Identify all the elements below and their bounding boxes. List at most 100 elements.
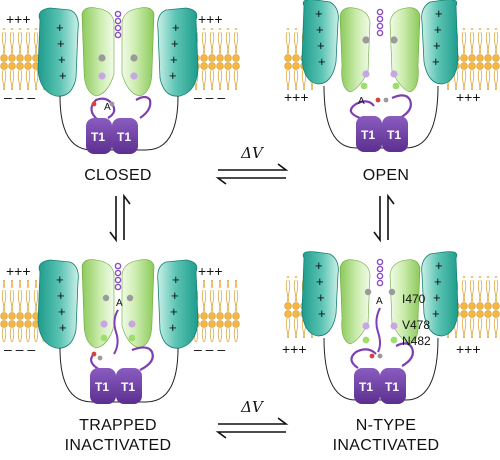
residue-a-label: A: [104, 102, 111, 113]
selectivity-filter-residues: [362, 288, 398, 344]
inside-charge-left: – – –: [4, 341, 35, 357]
svg-text:+: +: [59, 320, 67, 335]
state-closed: +++ +++ – – – – – – + + + + + + + +: [0, 7, 240, 154]
inactivation-peptide-right: [391, 94, 412, 119]
pore-domain-left: [339, 259, 371, 345]
svg-text:+: +: [432, 306, 440, 321]
svg-text:+: +: [57, 288, 65, 303]
equilibrium-arrow-left: [109, 193, 131, 243]
t1-label-left: T1: [359, 380, 373, 394]
svg-text:+: +: [435, 6, 443, 21]
outside-charge-right: +++: [198, 11, 223, 27]
outside-charge-left: +++: [6, 11, 31, 27]
linker-outline: [323, 85, 439, 149]
svg-text:+: +: [56, 20, 64, 35]
residue-label-n482: N482: [402, 334, 431, 348]
pore-domain-left: [81, 7, 115, 97]
pore-domain-right: [389, 7, 421, 93]
state-trapped-inactivated: +++ +++ – – – – – – + + + + + + + + A: [0, 259, 240, 404]
voltage-sensor-right: [421, 0, 459, 85]
svg-text:+: +: [434, 274, 442, 289]
t1-domain-right: [382, 116, 408, 152]
inactivation-peptide: [113, 309, 119, 355]
gating-charges-right: + + + +: [169, 20, 180, 83]
svg-text:+: +: [56, 272, 64, 287]
svg-text:+: +: [316, 274, 324, 289]
membrane-right: [190, 28, 240, 90]
label-open: OPEN: [362, 167, 410, 184]
inactivation-peptide-left: [349, 100, 375, 120]
gating-charges-left: + + + +: [315, 6, 326, 69]
svg-text:+: +: [169, 68, 177, 83]
voltage-sensor-right: [421, 251, 459, 337]
linker-outline: [323, 337, 439, 401]
label-closed: CLOSED: [84, 167, 152, 184]
equilibrium-arrow-top: [215, 163, 289, 185]
svg-text:+: +: [435, 258, 443, 273]
t1-label-right: T1: [385, 380, 399, 394]
svg-text:+: +: [315, 258, 323, 273]
svg-text:+: +: [170, 304, 178, 319]
potassium-ions: [376, 258, 384, 287]
residue-a-label: A: [376, 296, 383, 307]
inside-charge-right: – – –: [194, 341, 225, 357]
t1-domain-left: [86, 118, 112, 154]
label-trapped-line1: TRAPPED: [79, 417, 157, 434]
gating-charges-right: + + + +: [432, 6, 443, 69]
inactivation-peptide-right: [131, 346, 154, 371]
residue-label-i470: I470: [402, 292, 426, 306]
inside-charge-right: +++: [456, 341, 481, 357]
inactivation-peptide-right: [135, 95, 152, 119]
pore-domain-left: [339, 7, 371, 93]
selectivity-filter-residues: [360, 36, 400, 90]
label-trapped-line2: INACTIVATED: [64, 437, 172, 454]
svg-text:+: +: [316, 22, 324, 37]
svg-text:+: +: [172, 20, 180, 35]
inside-charge-right: – – –: [194, 89, 225, 105]
label-ntype-line1: N-TYPE: [355, 417, 417, 434]
t1-domain-right: [380, 368, 406, 404]
equilibrium-arrow-right: [373, 193, 395, 243]
t1-label-right: T1: [387, 128, 401, 142]
residue-a-label: A: [358, 96, 365, 107]
inside-charge-left: – – –: [4, 89, 35, 105]
inactivation-peptide-left: [90, 97, 116, 121]
gating-charges-left: + + + +: [56, 20, 67, 83]
t1-domain-left: [90, 368, 116, 404]
t1-domain-right: [116, 368, 142, 404]
svg-text:+: +: [432, 54, 440, 69]
gating-charges-right: + + + +: [432, 258, 443, 321]
pore-domain-right: [121, 7, 155, 97]
outside-charge-left: +++: [6, 263, 31, 279]
voltage-sensor-left: [37, 7, 79, 97]
voltage-sensor-right: [157, 7, 199, 97]
t1-label-right: T1: [117, 130, 131, 144]
t1-domain-right: [112, 118, 138, 154]
label-trapped-inactivated: TRAPPED INACTIVATED: [38, 416, 198, 456]
svg-text:+: +: [317, 290, 325, 305]
gating-charges-right: + + + +: [169, 272, 180, 335]
svg-text:+: +: [58, 52, 66, 67]
t1-domain-left: [356, 116, 382, 152]
svg-text:+: +: [172, 272, 180, 287]
inside-charge-right: +++: [456, 89, 481, 105]
svg-text:+: +: [57, 36, 65, 51]
residue-label-v478: V478: [402, 318, 431, 332]
delta-v-label-top: ΔV: [241, 144, 263, 162]
t1-label-right: T1: [121, 380, 135, 394]
svg-text:+: +: [171, 36, 179, 51]
svg-text:+: +: [434, 22, 442, 37]
svg-text:+: +: [170, 52, 178, 67]
outside-charge-right: +++: [198, 263, 223, 279]
svg-text:+: +: [315, 6, 323, 21]
state-open: +++ +++ + + + + + + + + A: [284, 0, 500, 152]
svg-text:+: +: [59, 68, 67, 83]
selectivity-filter-residues: [100, 294, 136, 342]
gating-charges-left: + + + +: [315, 258, 326, 321]
residue-a-label: A: [116, 298, 123, 309]
t1-domain-left: [354, 368, 380, 404]
label-ntype-line2: INACTIVATED: [332, 437, 440, 454]
svg-text:+: +: [171, 288, 179, 303]
inside-charge-left: +++: [284, 89, 309, 105]
